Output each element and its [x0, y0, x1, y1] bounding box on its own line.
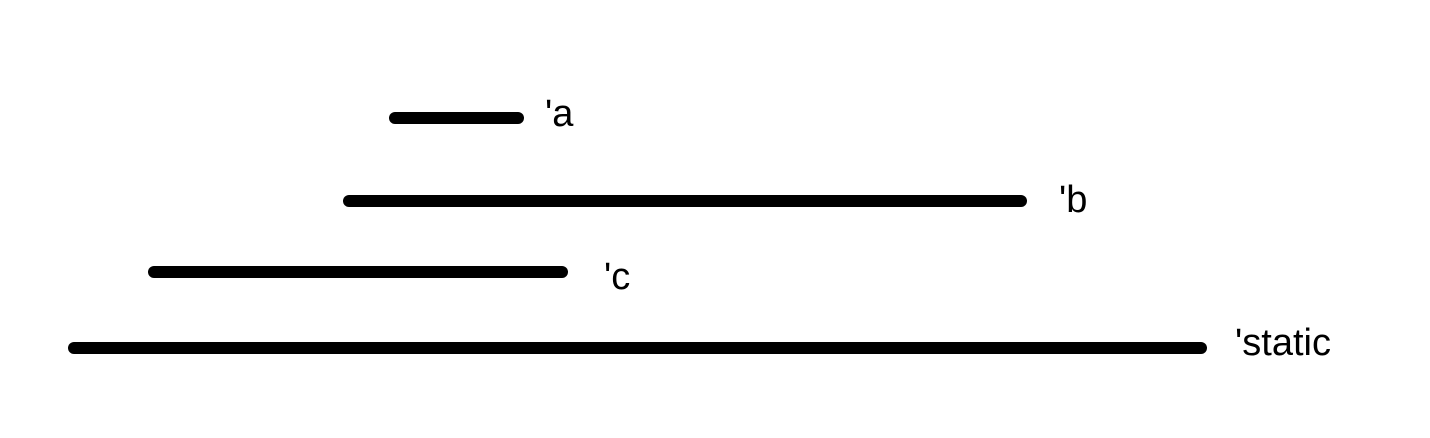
lifetime-row-b: 'b: [343, 179, 1087, 221]
lifetime-row-static: 'static: [68, 322, 1331, 364]
lifetime-label-static: 'static: [1235, 322, 1331, 364]
lifetime-label-c: 'c: [604, 256, 630, 298]
lifetime-label-a: 'a: [545, 93, 574, 135]
lifetime-label-b: 'b: [1059, 179, 1087, 221]
lifetime-row-c: 'c: [148, 256, 630, 298]
lifetime-row-a: 'a: [389, 93, 574, 135]
